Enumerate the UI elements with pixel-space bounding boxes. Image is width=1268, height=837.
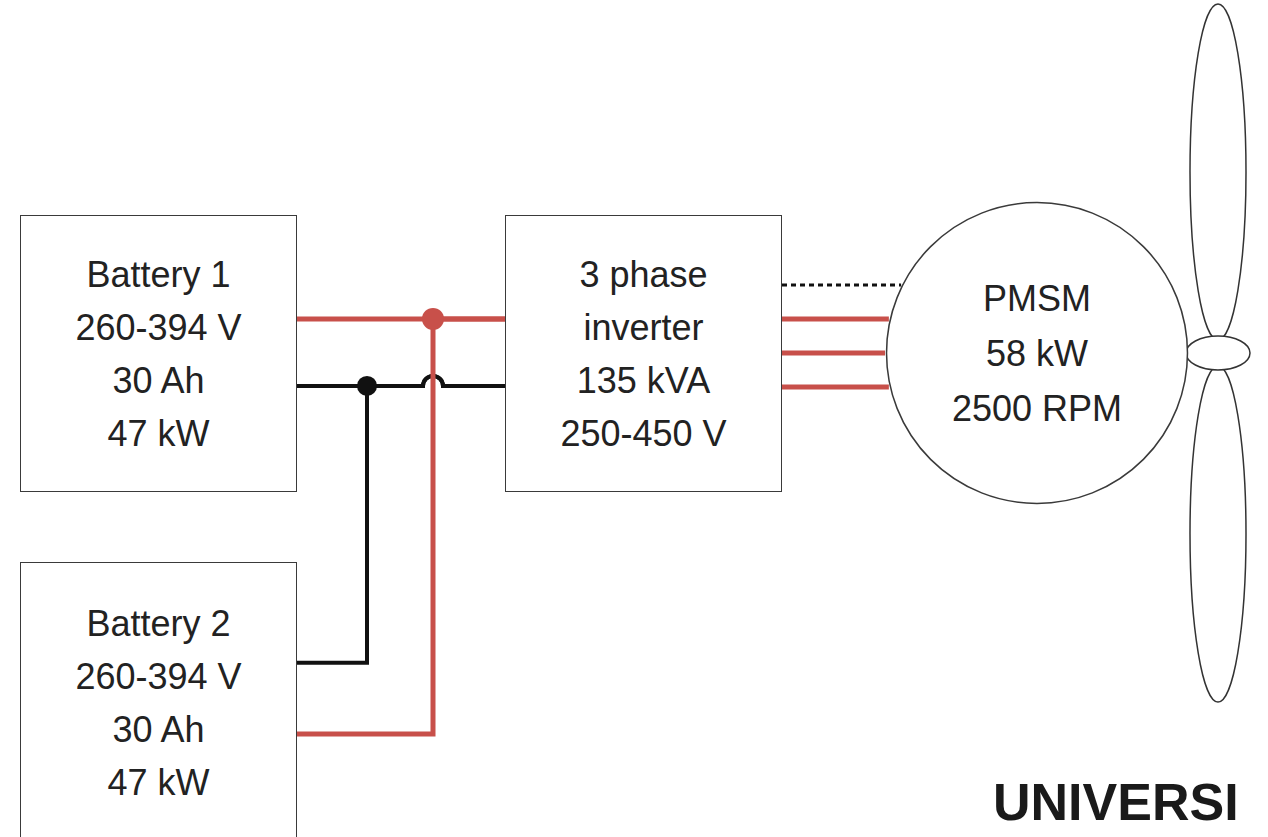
node-text: 260-394 V [75,650,241,703]
node-text: 3 phase [579,248,707,301]
node-text: 250-450 V [560,407,726,460]
node-text: Battery 1 [86,248,230,301]
power-wire [782,385,889,390]
junction-dot [422,308,444,330]
signal-line [782,284,901,287]
node-text: 135 kVA [577,354,710,407]
node-text: 58 kW [986,326,1088,381]
power-wire [782,316,889,321]
motor-circle: PMSM58 kW2500 RPM [885,201,1189,505]
watermark-text: UNIVERSI [993,772,1239,832]
junction-dot [357,376,377,396]
node-text: 47 kW [107,407,209,460]
propeller-hub [1186,336,1250,370]
power-wire [297,376,505,663]
node-text: 30 Ah [112,703,204,756]
power-wire [782,350,885,355]
propeller-blade [1190,366,1246,702]
node-text: 260-394 V [75,301,241,354]
node-text: 47 kW [107,756,209,809]
node-text: 2500 RPM [952,381,1122,436]
node-text: 30 Ah [112,354,204,407]
propeller-blade [1190,4,1246,340]
node-text: Battery 2 [86,597,230,650]
node-text: PMSM [983,271,1091,326]
battery-box: Battery 1260-394 V30 Ah47 kW [20,215,297,492]
node-text: inverter [583,301,703,354]
power-wire [297,319,505,734]
battery-box: Battery 2260-394 V30 Ah47 kW [20,562,297,837]
inverter-box: 3 phaseinverter135 kVA250-450 V [505,215,782,492]
